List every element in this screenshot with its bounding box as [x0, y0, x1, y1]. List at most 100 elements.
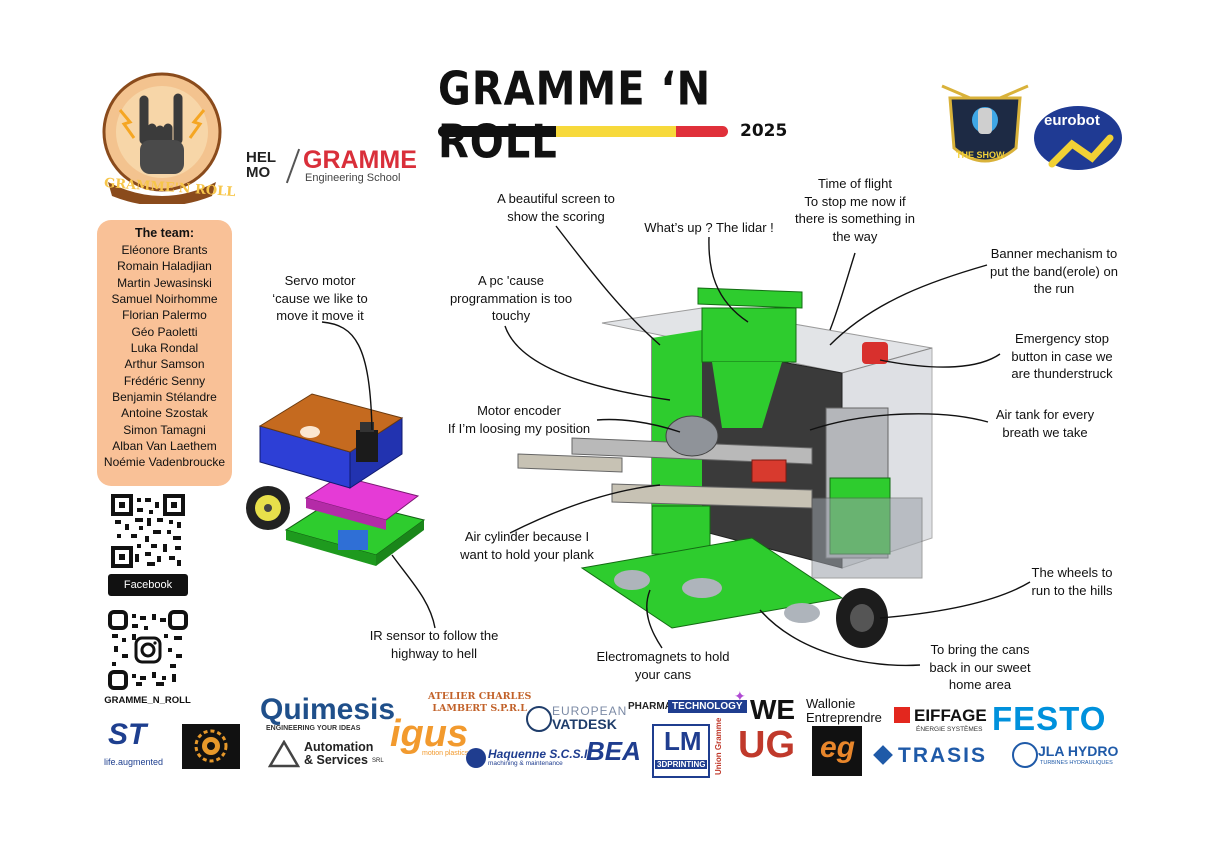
gear-icon	[194, 729, 228, 763]
haquenne-logo-icon	[466, 748, 486, 768]
sponsor-we: WE	[750, 694, 796, 725]
lidar-icon	[697, 287, 803, 309]
instagram-qr-code[interactable]	[108, 610, 188, 690]
sponsor-st-logo: ST life.augmented	[104, 718, 174, 770]
annotation-pc: A pc 'cause programmation is too touchy	[449, 273, 573, 323]
facebook-button[interactable]: Facebook	[108, 574, 188, 596]
automation-logo-icon	[267, 739, 301, 768]
poster-title: GRAMME ‘N ROLL	[438, 63, 712, 169]
helmo-logo: HEL MO	[246, 149, 276, 181]
annotation-wheels: The wheels to run to the hills	[1031, 565, 1113, 598]
sponsor-technology: TECHNOLOGY	[668, 700, 747, 713]
lm-logo-box	[652, 724, 710, 778]
gramme-subtitle: Engineering School	[305, 172, 401, 184]
plank-gripper-icon	[517, 453, 623, 473]
robot-crest-icon	[941, 84, 1029, 163]
instagram-handle: GRAMME_N_ROLL	[104, 695, 191, 706]
team-member: Géo Paoletti	[131, 324, 198, 339]
team-member: Florian Palermo	[122, 308, 207, 323]
annotation-electromagnets: Electromagnets to hold your cans	[596, 649, 730, 682]
vatdesk-logo-icon	[526, 706, 552, 732]
team-member: Eléonore Brants	[121, 243, 208, 257]
sponsor-ug: UG	[738, 724, 795, 766]
pharma-sparkle-icon: ✦	[734, 688, 746, 704]
gramme-logo: GRAMME	[303, 146, 417, 174]
servo-motor-icon	[356, 430, 378, 462]
sponsor-jla-subtitle: TURBINES HYDRAULIQUES	[1040, 760, 1113, 766]
sponsor-haquenne: Haquenne S.C.S.I.	[488, 747, 591, 761]
sponsor-igus-subtitle: motion plastics	[422, 750, 469, 757]
team-member: Antoine Szostak	[121, 406, 208, 421]
sponsor-igus: igus	[390, 713, 469, 755]
flag-bar-yellow	[556, 126, 676, 137]
st-logo-text: ST	[108, 718, 147, 751]
eurobot-logo: eurobot	[1032, 104, 1124, 172]
sponsor-european: EUROPEAN	[552, 704, 628, 718]
motor-encoder-icon	[665, 415, 719, 457]
st-logo-subtitle: life.augmented	[104, 757, 164, 767]
sponsor-eiffage: EIFFAGE	[914, 706, 987, 725]
team-panel: The team: Eléonore Brants Romain Haladji…	[97, 220, 232, 486]
team-member: Simon Tamagni	[123, 422, 206, 437]
annotation-emergency-stop: Emergency stop button in case we are thu…	[1011, 331, 1113, 381]
sponsor-quimesis: Quimesis	[260, 693, 396, 726]
emergency-stop-icon	[862, 342, 888, 364]
sponsor-automation: Automation & Services	[304, 740, 374, 767]
team-member: Noémie Vadenbroucke	[103, 455, 226, 470]
sponsor-gear-logo	[182, 724, 240, 769]
eg-logo-text: eg	[820, 731, 856, 764]
sponsor-haquenne-subtitle: machining & maintenance	[488, 760, 563, 767]
annotation-lidar: What’s up ? The lidar !	[644, 220, 774, 235]
sponsor-automation-srl: SRL	[372, 758, 384, 764]
sponsor-lm: LM	[664, 726, 702, 756]
small-robot-render	[246, 393, 426, 566]
team-member: Frédéric Senny	[123, 373, 206, 388]
eurobot-text: eurobot	[1044, 112, 1100, 129]
poster-year: 2025	[740, 121, 788, 141]
annotation-air-tank: Air tank for every breath we take	[995, 407, 1095, 440]
annotation-motor-encoder: Motor encoder If I’m loosing my position	[447, 403, 591, 436]
team-member: Alban Van Laethem	[112, 439, 217, 454]
the-show-logo: THE SHOW	[940, 76, 1030, 176]
team-member: Martin Jewasinski	[117, 275, 212, 290]
team-title: The team:	[134, 226, 195, 240]
annotation-cans: To bring the cans back in our sweet home…	[929, 642, 1031, 692]
eurobot-star-icon	[1034, 106, 1122, 170]
team-logo: GRAMME'N ROLL	[100, 70, 236, 206]
sponsor-eiffage-subtitle: ÉNERGIE SYSTÈMES	[916, 726, 983, 733]
sponsor-quimesis-subtitle: ENGINEERING YOUR IDEAS	[266, 725, 361, 732]
team-member: Samuel Noirhomme	[111, 292, 218, 307]
team-member: Romain Haladjian	[117, 259, 212, 274]
team-member: Benjamin Stélandre	[112, 390, 217, 405]
annotation-screen: A beautiful screen to show the scoring	[497, 191, 615, 224]
annotation-servo-motor: Servo motor ‘cause we like to move it mo…	[272, 273, 368, 323]
sponsor-lm-subtitle: 3DPRINTING	[655, 760, 708, 769]
annotation-time-of-flight: Time of flight To stop me now if there i…	[795, 176, 915, 244]
sponsor-union-gramme: Union Gramme	[714, 717, 723, 775]
team-member: Arthur Samson	[124, 357, 205, 372]
sponsor-wallonie: Wallonie Entreprendre	[806, 696, 882, 725]
ir-sensor-icon	[338, 530, 368, 550]
annotation-banner: Banner mechanism to put the band(erole) …	[990, 246, 1118, 296]
sponsor-festo: FESTO	[992, 700, 1107, 737]
sponsor-lambert: ATELIER CHARLES LAMBERT S.P.R.L	[428, 691, 532, 714]
sponsor-trasis: TRASIS	[898, 744, 988, 767]
facebook-qr-code[interactable]	[111, 494, 185, 568]
sponsor-eg-logo: eg	[812, 726, 862, 776]
sponsor-vatdesk: VATDESK	[552, 716, 617, 732]
team-member: Luka Rondal	[130, 341, 199, 356]
sponsor-jla-hydro: JLA HYDRO	[1038, 743, 1119, 759]
sponsor-pharma: PHARMA	[628, 701, 672, 712]
sponsor-bea: BEA	[586, 736, 641, 766]
jla-logo-icon	[1012, 742, 1038, 768]
annotation-ir-sensor: IR sensor to follow the highway to hell	[369, 628, 499, 661]
annotation-air-cylinder: Air cylinder because I want to hold your…	[460, 529, 594, 562]
flag-bar-red	[676, 126, 728, 137]
team-member-list: Eléonore Brants Romain Haladjian Martin …	[97, 242, 232, 471]
flag-bar-black	[438, 126, 556, 137]
the-show-text: THE SHOW	[956, 150, 1005, 160]
lidar-opening-icon	[300, 426, 320, 438]
eiffage-logo-icon	[894, 707, 910, 723]
rock-hand-icon	[102, 72, 222, 206]
